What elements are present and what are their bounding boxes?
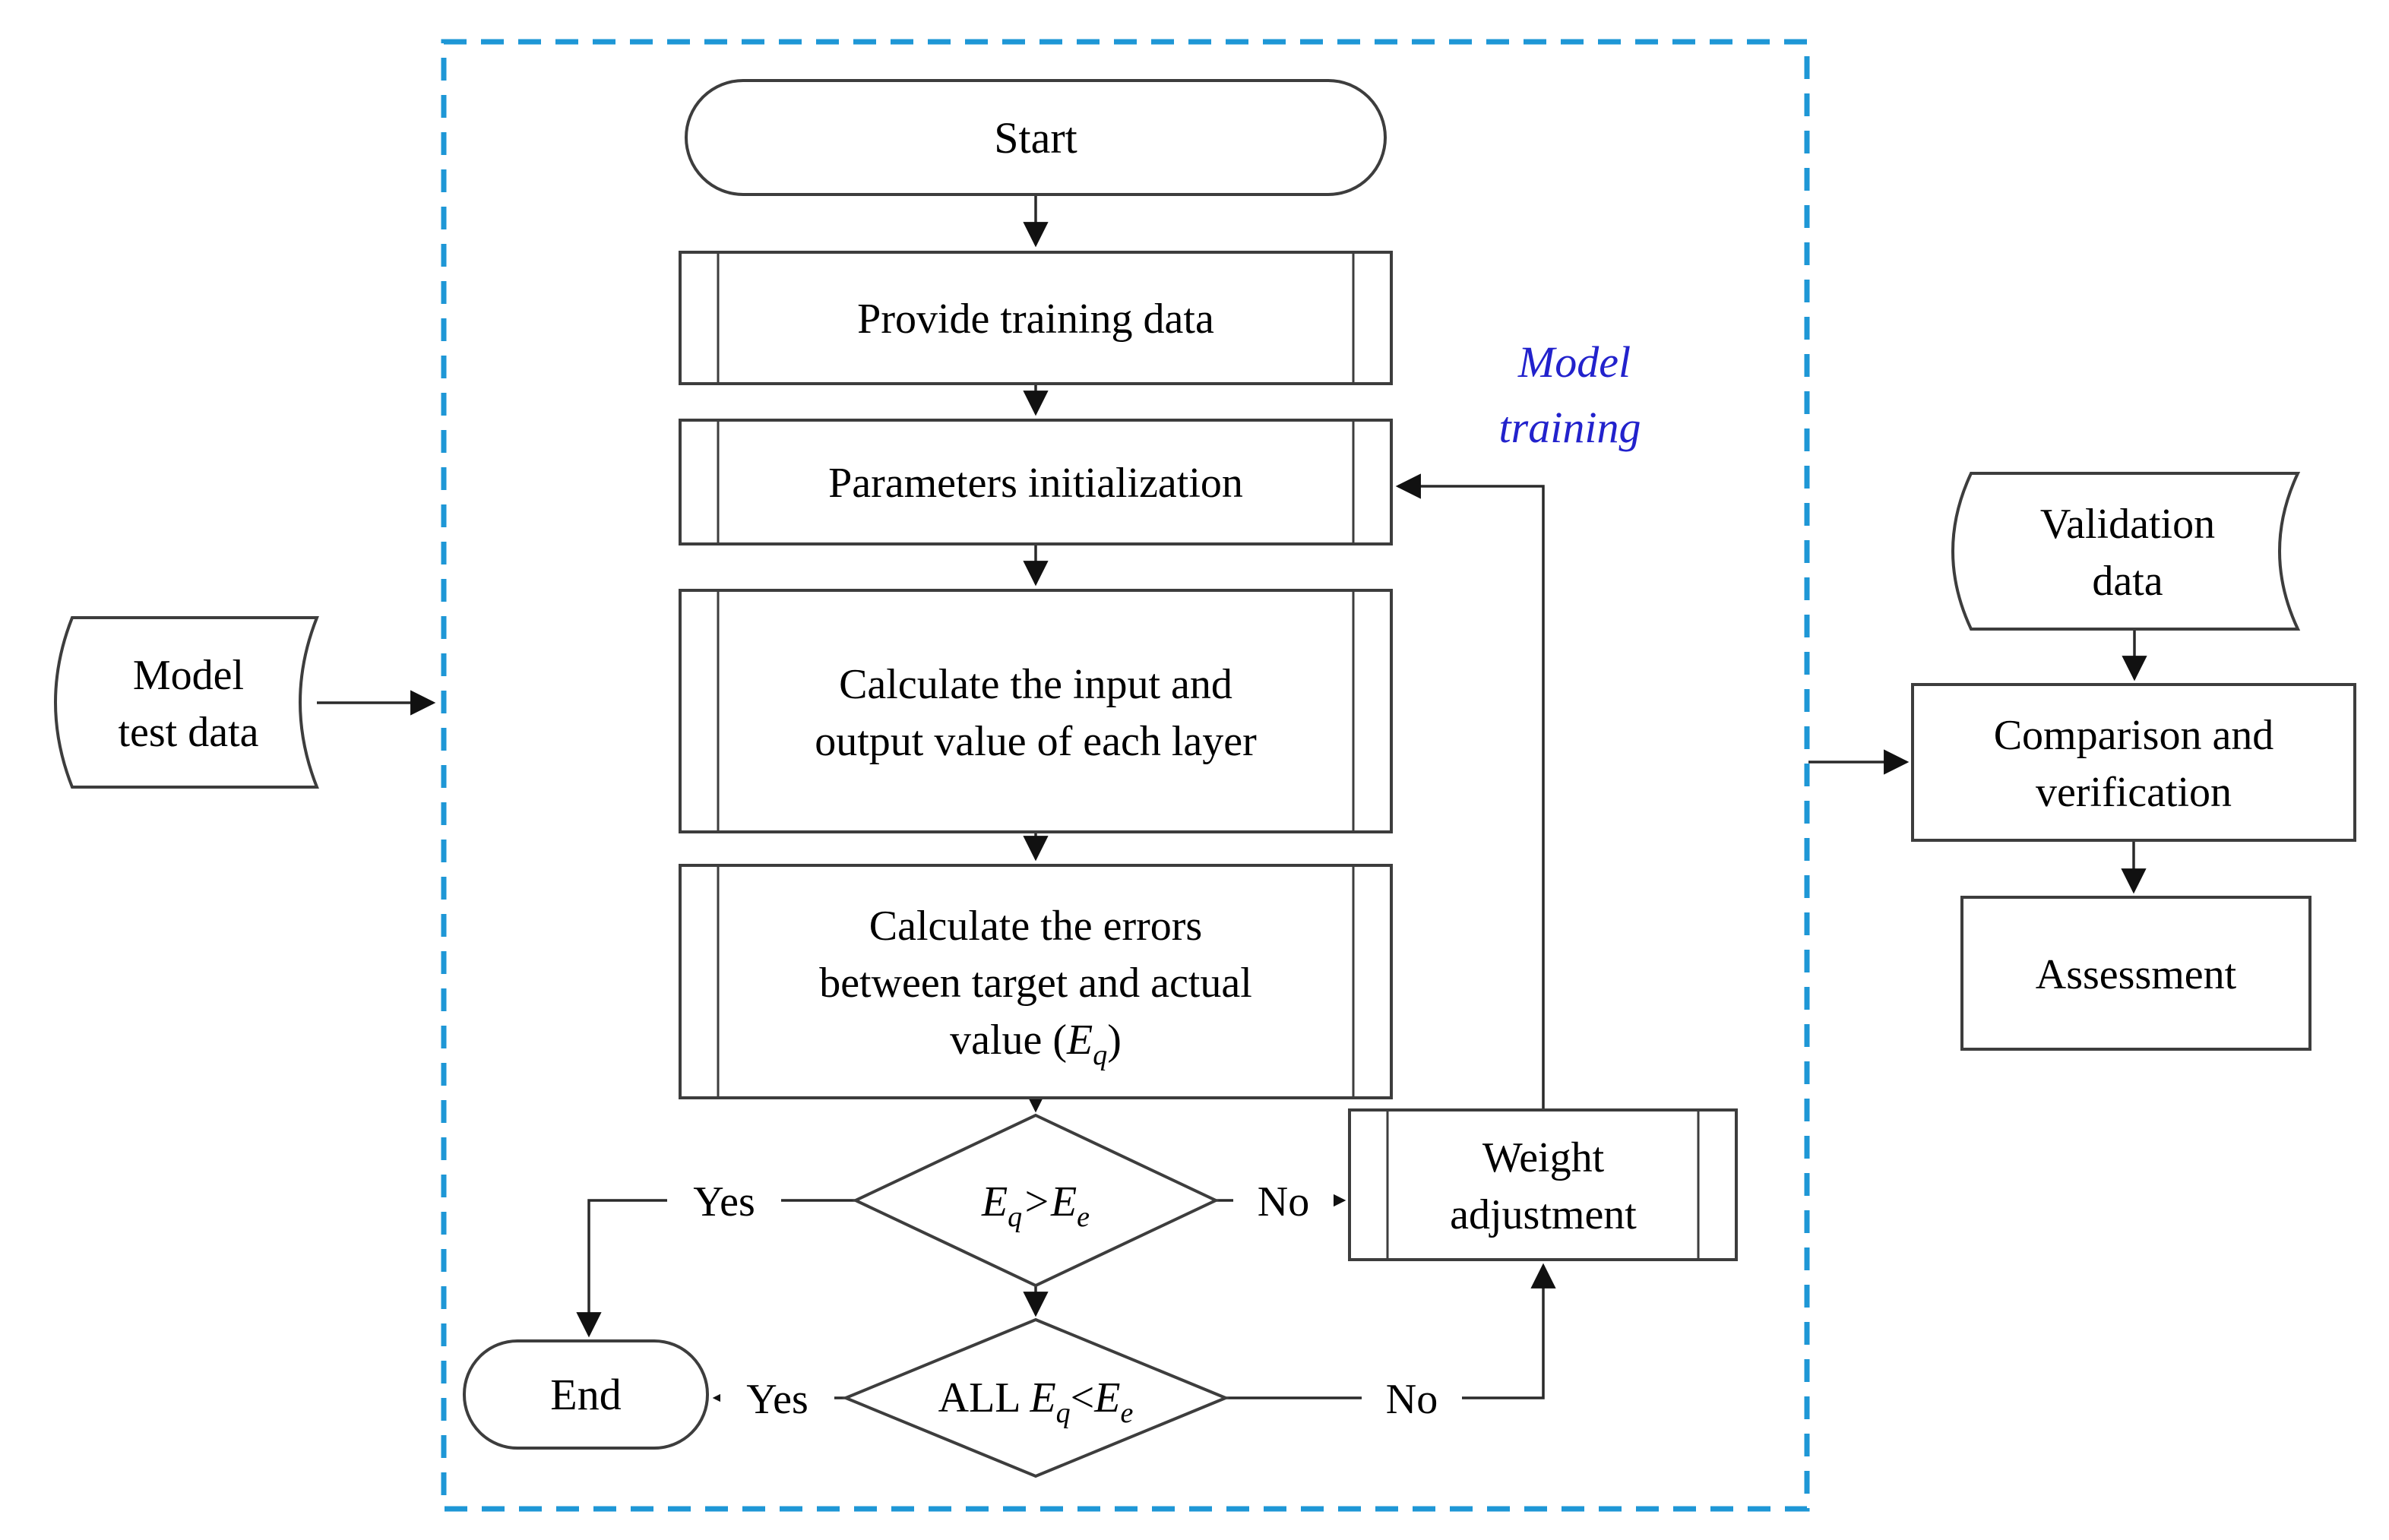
calculate-io-shape xyxy=(679,589,1393,833)
decision1-yes-label-bg xyxy=(667,1175,781,1225)
decision2-op: < xyxy=(1071,1374,1095,1421)
calculate-errors-label-line1: Calculate the errors xyxy=(869,903,1202,950)
decision2-lhs-sub: q xyxy=(1056,1397,1071,1429)
calculate-errors-label-line2: between target and actual xyxy=(819,960,1252,1007)
decision2-node: ALL Eq<Ee xyxy=(841,1317,1230,1478)
weight-adjustment-shape xyxy=(1348,1108,1738,1261)
model-test-data-shape xyxy=(54,616,319,789)
calculate-io-label-line2: output value of each layer xyxy=(815,718,1257,765)
decision1-node: Eq>Ee xyxy=(852,1113,1220,1288)
decision2-rhs: E xyxy=(1093,1374,1120,1421)
decision1-no-label: No xyxy=(1258,1178,1309,1225)
decision1-no-label-group: No xyxy=(1233,1175,1334,1225)
decision1-yes-label: Yes xyxy=(693,1178,755,1225)
decision1-shape xyxy=(852,1113,1220,1288)
decision1-rhs-sub: e xyxy=(1077,1201,1090,1233)
arrow-weight-feedback-to-parameters xyxy=(1395,473,1545,1110)
model-training-note-line1: Model xyxy=(1517,337,1631,387)
comparison-verification-shape xyxy=(1911,683,2356,842)
model-training-note-line2: training xyxy=(1499,403,1641,452)
decision2-yes-label-group: Yes xyxy=(720,1372,834,1423)
decision2-lhs: E xyxy=(1029,1374,1055,1421)
model-test-data-node: Model test data xyxy=(54,616,319,789)
parameters-initialization-shape xyxy=(679,419,1393,545)
decision1-rhs: E xyxy=(1050,1178,1077,1225)
decision2-no-label-bg xyxy=(1362,1372,1462,1422)
end-shape xyxy=(463,1339,709,1450)
decision1-label: Eq>Ee xyxy=(981,1178,1090,1233)
comparison-verification-node: Comparison and verification xyxy=(1911,683,2356,842)
assessment-shape xyxy=(1960,896,2311,1051)
decision1-no-label-bg xyxy=(1233,1175,1334,1225)
calculate-io-node: Calculate the input and output value of … xyxy=(679,589,1393,833)
calculate-errors-label-line3: value (Eq) xyxy=(950,1017,1122,1071)
assessment-node: Assessment xyxy=(1960,896,2311,1051)
weight-adjustment-node: Weight adjustment xyxy=(1348,1108,1738,1261)
comparison-verification-label-line2: verification xyxy=(2036,769,2232,816)
decision2-no-label: No xyxy=(1386,1376,1438,1423)
weight-adjustment-label-line1: Weight xyxy=(1482,1134,1605,1181)
calc-err-line3-pre: value ( xyxy=(950,1017,1067,1064)
decision2-prefix: ALL xyxy=(938,1374,1030,1421)
calculate-io-label-line1: Calculate the input and xyxy=(839,661,1232,708)
decision2-label: ALL Eq<Ee xyxy=(938,1374,1134,1429)
parameters-initialization-node: Parameters initialization xyxy=(679,419,1393,545)
calculate-errors-node: Calculate the errors between target and … xyxy=(679,864,1393,1099)
decision2-yes-label-bg xyxy=(720,1372,834,1422)
start-node: Start xyxy=(685,79,1387,196)
provide-training-data-shape xyxy=(679,251,1393,385)
decision1-op: > xyxy=(1022,1178,1051,1225)
provide-training-data-label: Provide training data xyxy=(857,296,1214,343)
calc-err-line3-var: E xyxy=(1066,1017,1093,1064)
parameters-initialization-label: Parameters initialization xyxy=(828,460,1243,507)
decision1-lhs-sub: q xyxy=(1008,1201,1022,1233)
comparison-verification-label-line1: Comparison and xyxy=(1994,712,2274,759)
model-training-boundary xyxy=(441,39,1810,1512)
model-test-data-label-line2: test data xyxy=(118,709,258,756)
decision2-yes-label: Yes xyxy=(746,1376,808,1423)
decision1-yes-label-group: Yes xyxy=(667,1175,781,1225)
start-shape xyxy=(685,79,1387,196)
decision2-no-label-group: No xyxy=(1362,1372,1462,1423)
end-label: End xyxy=(550,1370,621,1419)
model-training-note: Model training xyxy=(1499,337,1641,452)
decision1-lhs: E xyxy=(981,1178,1008,1225)
validation-data-node: Validation data xyxy=(1951,472,2301,631)
decision2-rhs-sub: e xyxy=(1120,1397,1133,1429)
decision2-shape xyxy=(841,1317,1230,1478)
calc-err-line3-post: ) xyxy=(1107,1017,1122,1064)
arrow-decision2-no-to-weight xyxy=(1226,1263,1556,1399)
assessment-label: Assessment xyxy=(2036,951,2237,998)
calc-err-line3-sub: q xyxy=(1093,1039,1107,1071)
weight-adjustment-label-line2: adjustment xyxy=(1450,1191,1637,1238)
end-node: End xyxy=(463,1339,709,1450)
validation-data-label-line1: Validation xyxy=(2040,501,2215,548)
validation-data-label-line2: data xyxy=(2092,558,2163,605)
model-test-data-label-line1: Model xyxy=(133,652,244,699)
calculate-errors-shape xyxy=(679,864,1393,1099)
provide-training-data-node: Provide training data xyxy=(679,251,1393,385)
start-label: Start xyxy=(994,113,1077,163)
validation-data-shape xyxy=(1951,472,2301,631)
